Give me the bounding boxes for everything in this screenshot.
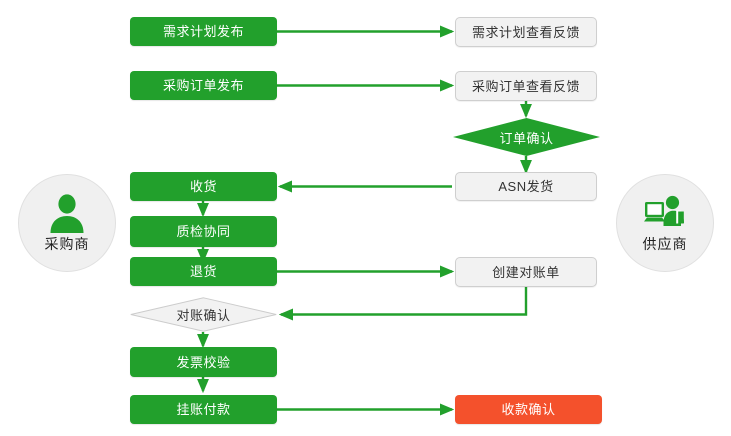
node-create-stmt-label: 创建对账单 [492, 264, 560, 280]
node-invoice-check[interactable]: 发票校验 [130, 347, 277, 377]
node-qc-collab-label: 质检协同 [176, 224, 231, 239]
actor-supplier-label: 供应商 [642, 235, 688, 252]
edge-create-stmt-to-stmt-confirm [278, 287, 528, 321]
node-stmt-confirm-label: 对账确认 [176, 308, 231, 323]
node-asn-ship[interactable]: ASN发货 [455, 172, 597, 201]
node-return-goods[interactable]: 退货 [130, 257, 277, 286]
node-po-feedback[interactable]: 采购订单查看反馈 [455, 71, 597, 101]
node-demand-feedback[interactable]: 需求计划查看反馈 [455, 17, 597, 47]
actor-buyer-label: 采购商 [44, 235, 90, 252]
node-create-stmt[interactable]: 创建对账单 [455, 257, 597, 287]
node-receive[interactable]: 收货 [130, 172, 277, 201]
node-stmt-confirm[interactable]: 对账确认 [130, 297, 277, 332]
order-confirm-diamond-shape [453, 118, 600, 156]
node-receive-label: 收货 [189, 179, 217, 194]
stmt-confirm-diamond-shape [130, 297, 277, 332]
node-receipt-confirm[interactable]: 收款确认 [455, 395, 602, 424]
node-receipt-confirm-label: 收款确认 [501, 402, 556, 417]
node-demand-publish[interactable]: 需求计划发布 [130, 17, 277, 46]
node-order-confirm-label: 订单确认 [499, 130, 554, 146]
node-return-goods-label: 退货 [189, 264, 217, 279]
node-po-publish[interactable]: 采购订单发布 [130, 71, 277, 100]
node-asn-ship-label: ASN发货 [498, 179, 554, 194]
person-at-computer-icon [644, 195, 684, 226]
node-demand-publish-label: 需求计划发布 [162, 24, 244, 39]
node-qc-collab[interactable]: 质检协同 [130, 216, 277, 247]
node-pay-posting[interactable]: 挂账付款 [130, 395, 277, 424]
node-demand-feedback-label: 需求计划查看反馈 [471, 24, 580, 40]
person-icon [50, 193, 84, 233]
actor-buyer[interactable]: 采购商 [18, 174, 116, 272]
node-pay-posting-label: 挂账付款 [176, 402, 231, 417]
node-order-confirm[interactable]: 订单确认 [453, 118, 600, 156]
node-po-feedback-label: 采购订单查看反馈 [471, 78, 580, 94]
node-po-publish-label: 采购订单发布 [162, 78, 244, 93]
actor-supplier[interactable]: 供应商 [616, 174, 714, 272]
node-invoice-check-label: 发票校验 [176, 354, 231, 370]
